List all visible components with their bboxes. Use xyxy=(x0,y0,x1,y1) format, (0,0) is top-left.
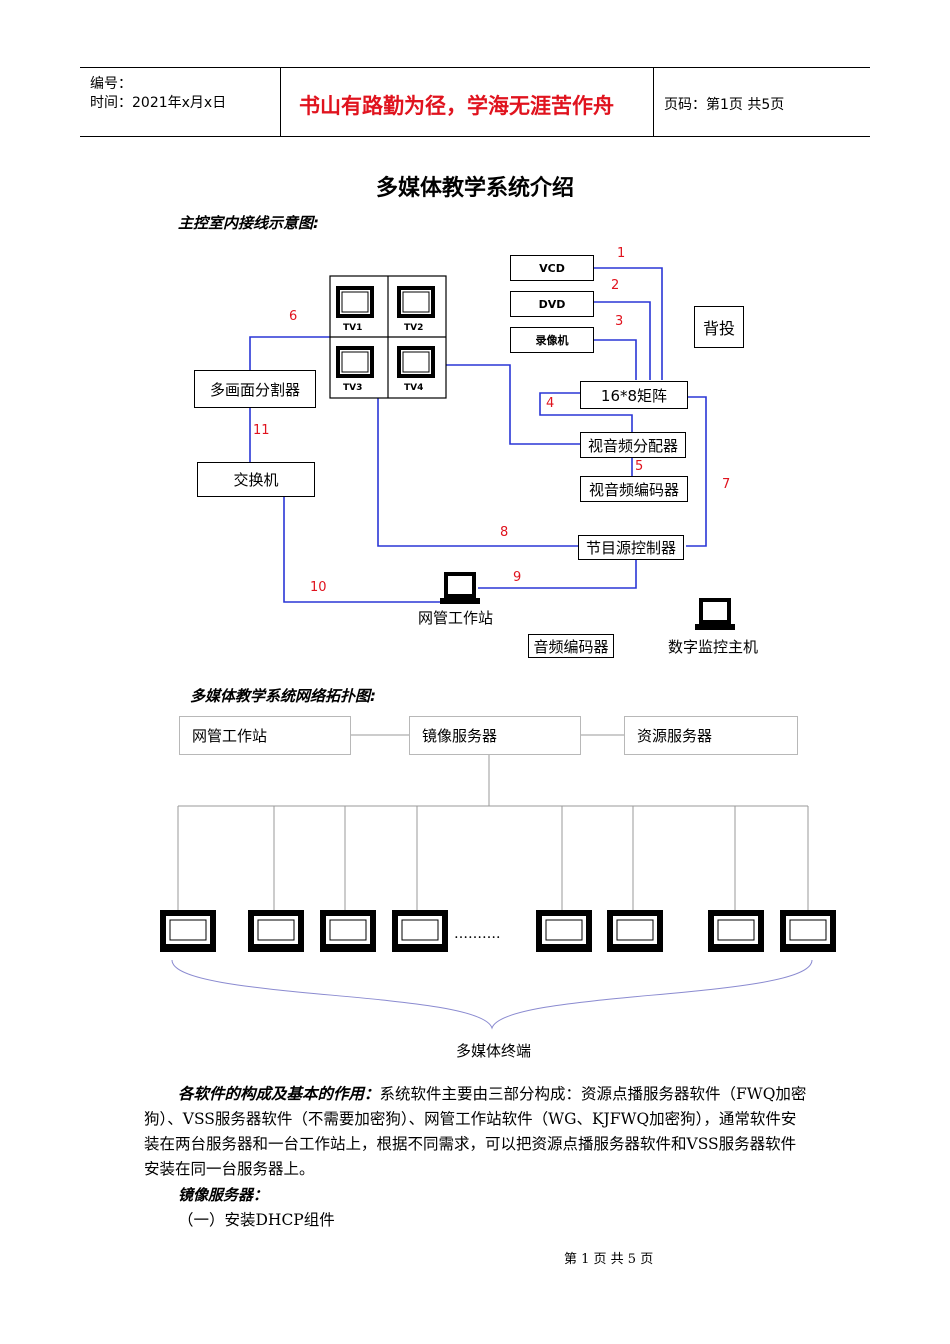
wire-1 xyxy=(594,267,663,380)
number-label: 编号： xyxy=(90,76,132,92)
tv-label-2: TV2 xyxy=(404,323,424,333)
tv-label-3: TV3 xyxy=(343,383,363,393)
audio-encoder-box: 音频编码器 xyxy=(528,634,614,658)
wire-4 xyxy=(539,392,633,432)
recorder-box: 录像机 xyxy=(510,327,594,353)
software-paragraph: 各软件的构成及基本的作用：系统软件主要由三部分构成：资源点播服务器软件（FWQ加… xyxy=(144,1082,810,1182)
page-info: 页码：第1页 共5页 xyxy=(664,97,785,113)
wiring-caption: 主控室内接线示意图: xyxy=(178,214,319,232)
wire-number-2: 2 xyxy=(611,278,620,293)
wire-number-5: 5 xyxy=(635,459,644,474)
software-description: 系统软件主要由三部分构成：资源点播服务器软件（FWQ加密狗）、VSS服务器软件（… xyxy=(144,1085,807,1178)
wire-number-9: 9 xyxy=(513,570,522,585)
wire-number-11: 11 xyxy=(253,423,270,438)
software-lead: 各软件的构成及基本的作用： xyxy=(178,1085,380,1103)
wire-number-10: 10 xyxy=(310,580,327,595)
motto: 书山有路勤为径，学海无涯苦作舟 xyxy=(299,94,614,118)
wire-number-3: 3 xyxy=(615,314,624,329)
install-dhcp-step: （一）安装DHCP组件 xyxy=(178,1211,335,1229)
terminals-label: 多媒体终端 xyxy=(456,1042,532,1060)
tv-monitor-icon-3 xyxy=(336,346,374,378)
topology-lines xyxy=(177,734,809,910)
tv-monitor-icon-1 xyxy=(336,286,374,318)
wire-number-6: 6 xyxy=(289,309,298,324)
wire-tv-distributor xyxy=(446,364,580,445)
program-controller-box: 节目源控制器 xyxy=(578,535,684,560)
header-left-cell: 编号： 时间：2021年x月x日 xyxy=(80,68,281,136)
digital-monitor-host-label: 数字监控主机 xyxy=(668,638,759,656)
topology-caption: 多媒体教学系统网络拓扑图: xyxy=(190,687,376,705)
nms-workstation-label: 网管工作站 xyxy=(418,609,494,627)
header-motto-cell: 书山有路勤为径，学海无涯苦作舟 xyxy=(281,68,654,136)
monitor-host-computer-icon xyxy=(695,598,735,630)
wire-6 xyxy=(249,336,330,370)
tv-monitor-icon-4 xyxy=(397,346,435,378)
page-footer: 第 1 页 共 5 页 xyxy=(564,1252,654,1267)
dvd-box: DVD xyxy=(510,291,594,317)
matrix-box: 16*8矩阵 xyxy=(580,381,688,409)
time-label: 时间：2021年x月x日 xyxy=(90,95,227,111)
wire-8 xyxy=(377,398,578,547)
mirror-server-heading: 镜像服务器： xyxy=(178,1186,269,1204)
wire-7 xyxy=(686,396,707,547)
terminals-brace xyxy=(171,959,813,1030)
header-table: 编号： 时间：2021年x月x日 书山有路勤为径，学海无涯苦作舟 页码：第1页 … xyxy=(80,67,870,137)
av-encoder-box: 视音频编码器 xyxy=(580,476,688,502)
tv-label-1: TV1 xyxy=(343,323,363,333)
wire-number-1: 1 xyxy=(617,246,626,261)
workstation-computer-icon xyxy=(440,572,480,604)
topology-server-resource: 资源服务器 xyxy=(624,716,798,755)
topology-server-mirror: 镜像服务器 xyxy=(409,716,581,755)
wire-3 xyxy=(594,339,637,380)
wire-2 xyxy=(594,301,651,380)
wire-number-8: 8 xyxy=(500,525,509,540)
av-distributor-box: 视音频分配器 xyxy=(580,432,686,458)
splitter-box: 多画面分割器 xyxy=(194,370,316,408)
wire-number-7: 7 xyxy=(722,477,731,492)
vcd-box: VCD xyxy=(510,255,594,281)
switch-box: 交换机 xyxy=(197,462,315,497)
tv-label-4: TV4 xyxy=(404,383,424,393)
wire-number-4: 4 xyxy=(546,396,555,411)
topology-server-nms-workstation: 网管工作站 xyxy=(179,716,351,755)
terminals-ellipsis: ………. xyxy=(454,926,501,942)
document-title: 多媒体教学系统介绍 xyxy=(375,176,574,201)
wire-10 xyxy=(283,497,444,603)
wire-9 xyxy=(478,560,637,589)
backprojection-box: 背投 xyxy=(694,306,744,348)
tv-monitor-icon-2 xyxy=(397,286,435,318)
header-page-cell: 页码：第1页 共5页 xyxy=(654,68,870,136)
